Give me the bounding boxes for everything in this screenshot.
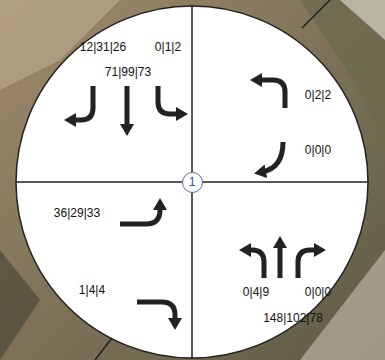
intersection-number: 1	[189, 176, 196, 188]
count-label: 0|0|0	[305, 286, 331, 298]
count-label: 1|4|4	[79, 284, 105, 296]
count-label: 0|4|9	[243, 286, 269, 298]
intersection-marker: 1	[182, 172, 203, 193]
count-label: 0|0|0	[305, 144, 331, 156]
count-label: 12|31|26	[80, 41, 126, 53]
count-label: 0|2|2	[305, 89, 331, 101]
count-label: 36|29|33	[54, 207, 100, 219]
count-label: 71|99|73	[105, 66, 151, 78]
count-label: 148|102|78	[263, 312, 323, 324]
count-label: 0|1|2	[155, 41, 181, 53]
